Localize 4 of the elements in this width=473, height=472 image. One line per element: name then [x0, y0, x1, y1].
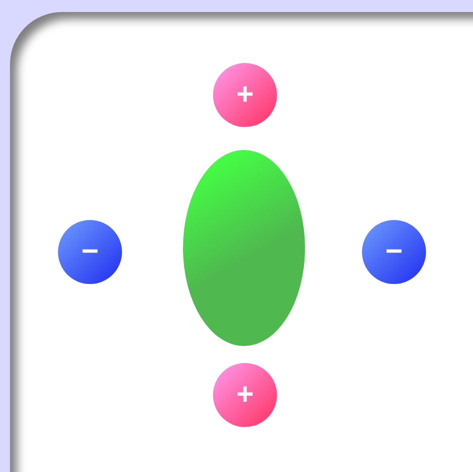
charge-sign: −	[81, 237, 99, 267]
charge-sign: +	[236, 80, 254, 110]
charge-sign: +	[236, 380, 254, 410]
charge-sign: −	[385, 237, 403, 267]
